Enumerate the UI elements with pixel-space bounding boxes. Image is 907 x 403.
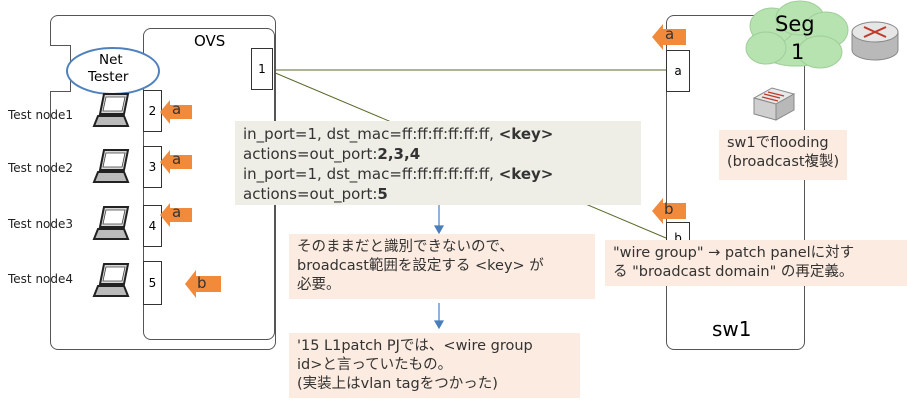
packet-label-a: a bbox=[172, 150, 182, 168]
sw1-port-a[interactable]: a bbox=[666, 50, 690, 92]
seg-label-1: Seg bbox=[775, 12, 815, 36]
flow-rule-line-2: actions=out_port:2,3,4 bbox=[243, 145, 421, 163]
packet-arrow-a-node2 bbox=[160, 150, 192, 174]
packet-arrow-a-sw1 bbox=[652, 24, 686, 50]
net-tester-label-1: Net bbox=[99, 52, 123, 68]
laptop-icon bbox=[92, 149, 130, 183]
switch-icon bbox=[752, 87, 796, 121]
laptop-icon bbox=[92, 263, 130, 297]
ovs-port-1[interactable]: 1 bbox=[251, 48, 273, 90]
packet-label-a: a bbox=[172, 203, 182, 221]
packet-arrow-b-node4 bbox=[185, 270, 221, 298]
ovs-port-5[interactable]: 5 bbox=[143, 261, 162, 305]
flow-rule-line-1: in_port=1, dst_mac=ff:ff:ff:ff:ff:ff, <k… bbox=[243, 125, 554, 143]
test-node2-label: Test node2 bbox=[8, 161, 74, 175]
flow-rules-box: in_port=1, dst_mac=ff:ff:ff:ff:ff:ff, <k… bbox=[235, 121, 641, 205]
flow-rule-line-4: actions=out_port:5 bbox=[243, 185, 388, 203]
test-node3-label: Test node3 bbox=[8, 217, 74, 231]
sw1-label: sw1 bbox=[712, 317, 752, 341]
packet-label-b: b bbox=[664, 200, 674, 218]
seg-cloud-icon bbox=[745, 0, 849, 69]
ovs-port-4[interactable]: 4 bbox=[143, 205, 162, 247]
laptop-icon bbox=[92, 93, 130, 127]
l1patch-note: '15 L1patch PJでは、<wire group id>と言っていたもの… bbox=[289, 333, 580, 398]
wire-group-note: "wire group" → patch panelに対す る "broadca… bbox=[605, 240, 907, 286]
packet-label-a: a bbox=[172, 100, 182, 118]
test-node1-label: Test node1 bbox=[8, 108, 74, 122]
packet-arrow-b-sw1 bbox=[652, 198, 686, 224]
seg-label-2: 1 bbox=[791, 40, 805, 64]
net-tester-label-2: Tester bbox=[88, 69, 129, 85]
packet-label-b: b bbox=[197, 274, 207, 292]
flow-rule-line-3: in_port=1, dst_mac=ff:ff:ff:ff:ff:ff, <k… bbox=[243, 165, 554, 183]
packet-arrow-a-node3 bbox=[160, 203, 192, 227]
need-key-note: そのままだと識別できないので、 broadcast範囲を設定する <key> が… bbox=[289, 234, 595, 299]
ovs-title: OVS bbox=[194, 32, 226, 50]
packet-label-a: a bbox=[665, 25, 675, 43]
ovs-port-3[interactable]: 3 bbox=[143, 146, 162, 188]
laptop-icon bbox=[92, 206, 130, 240]
test-node4-label: Test node4 bbox=[8, 272, 74, 286]
flooding-note: sw1でflooding (broadcast複製) bbox=[719, 130, 848, 180]
router-icon bbox=[851, 21, 899, 61]
packet-arrow-a-node1 bbox=[160, 100, 192, 124]
